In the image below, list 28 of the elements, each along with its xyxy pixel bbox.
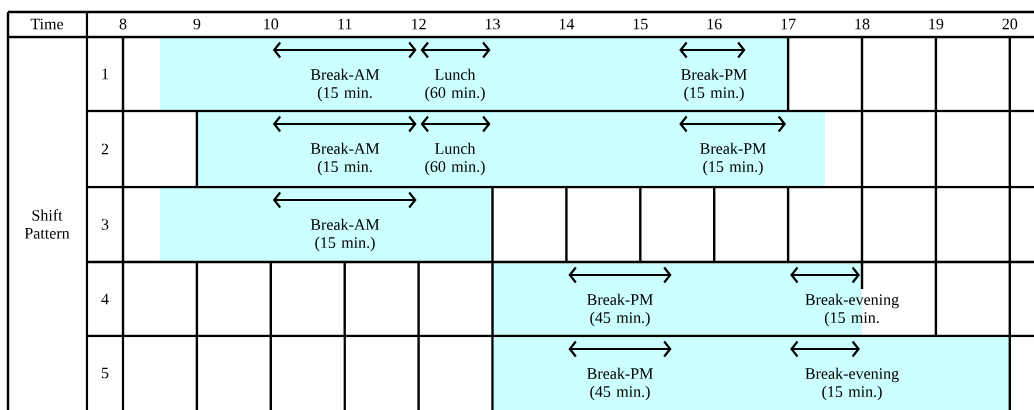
break-label: Break-evening (15 min.) [805, 367, 899, 401]
shift-band [196, 111, 826, 187]
break-label: Lunch (60 min.) [425, 68, 485, 102]
break-label: Break-PM (15 min.) [700, 142, 766, 176]
break-label: Break-AM (15 min. [310, 142, 380, 176]
hour-label: 18 [855, 18, 870, 30]
shift-band [492, 336, 1010, 410]
hour-label: 17 [781, 18, 796, 30]
shift-band [159, 187, 493, 262]
row-number: 5 [101, 367, 109, 379]
hour-label: 20 [1002, 18, 1018, 30]
row-number: 3 [101, 219, 109, 230]
break-label: Break-PM (15 min.) [681, 68, 747, 102]
row-number: 1 [102, 68, 109, 80]
break-label: Break-AM (15 min. [310, 68, 380, 102]
break-label: Break-PM (45 min.) [587, 367, 653, 401]
hour-label: 8 [119, 18, 127, 30]
shift-band [159, 37, 789, 111]
row-number: 2 [101, 143, 109, 155]
row-heading: Shift Pattern [24, 209, 70, 239]
shift-band [492, 262, 899, 336]
break-label: Lunch (60 min.) [425, 142, 485, 176]
break-label: Break-PM (45 min.) [587, 293, 653, 327]
column-heading: Time [30, 18, 64, 30]
break-label: Break-evening (15 min. [805, 293, 899, 327]
row-number: 4 [101, 293, 109, 305]
break-label: Break-AM (15 min.) [310, 218, 380, 252]
hour-label: 19 [929, 18, 944, 30]
